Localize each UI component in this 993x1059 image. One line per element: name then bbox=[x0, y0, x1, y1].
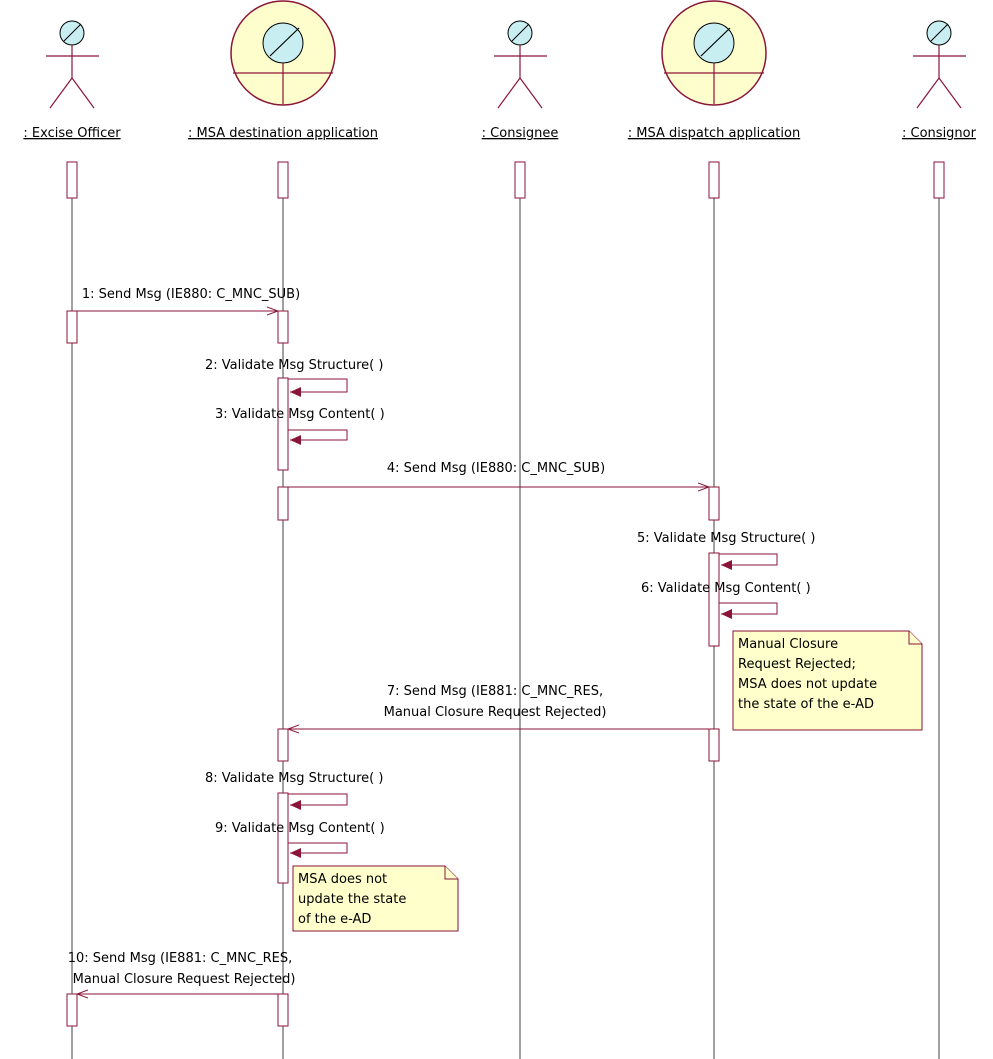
note-line: the state of the e-AD bbox=[738, 697, 874, 712]
activation-bar bbox=[66, 161, 78, 199]
participant-label: : Consignee bbox=[482, 126, 559, 141]
message-5: 5: Validate Msg Structure( ) bbox=[637, 531, 815, 570]
message-label: 3: Validate Msg Content( ) bbox=[215, 407, 385, 422]
message-8: 8: Validate Msg Structure( ) bbox=[205, 771, 383, 810]
activation-bar bbox=[277, 161, 289, 199]
participant-label: : MSA destination application bbox=[188, 126, 378, 141]
participant-label: : Consignor bbox=[902, 126, 977, 141]
message-label: 10: Send Msg (IE881: C_MNC_RES, bbox=[68, 951, 292, 966]
activation-bar bbox=[66, 310, 78, 344]
participant-label: : Excise Officer bbox=[23, 126, 121, 141]
participant-msa-destination: : MSA destination application bbox=[188, 0, 378, 141]
message-1: 1: Send Msg (IE880: C_MNC_SUB) bbox=[77, 287, 300, 311]
participant-excise-officer: : Excise Officer bbox=[23, 20, 121, 141]
message-4: 4: Send Msg (IE880: C_MNC_SUB) bbox=[288, 461, 709, 487]
participant-consignor: : Consignor bbox=[902, 20, 977, 141]
boundary-icon bbox=[661, 0, 767, 106]
activation-bar bbox=[933, 161, 945, 199]
boundary-icon bbox=[230, 0, 336, 106]
activation-bar bbox=[708, 486, 720, 521]
note-line: MSA does not update bbox=[738, 677, 877, 692]
activation-bar bbox=[708, 161, 720, 199]
message-label: 5: Validate Msg Structure( ) bbox=[637, 531, 815, 546]
participant-label: : MSA dispatch application bbox=[628, 126, 800, 141]
note-line: of the e-AD bbox=[298, 912, 371, 927]
activation-bar bbox=[277, 993, 289, 1027]
note-line: update the state bbox=[298, 892, 406, 907]
message-label: 8: Validate Msg Structure( ) bbox=[205, 771, 383, 786]
actor-icon bbox=[913, 20, 966, 109]
activation-bar bbox=[514, 161, 526, 199]
activation-bar bbox=[708, 728, 720, 762]
note-line: Manual Closure bbox=[738, 637, 838, 652]
note-dispatch: Manual Closure Request Rejected; MSA doe… bbox=[732, 630, 923, 731]
note-line: Request Rejected; bbox=[738, 657, 856, 672]
message-6: 6: Validate Msg Content( ) bbox=[641, 581, 811, 619]
message-label: 6: Validate Msg Content( ) bbox=[641, 581, 811, 596]
message-label: Manual Closure Request Rejected) bbox=[73, 972, 296, 987]
message-label: Manual Closure Request Rejected) bbox=[384, 705, 607, 720]
activation-bar bbox=[277, 310, 289, 344]
activation-bar bbox=[277, 792, 289, 884]
actor-icon bbox=[46, 20, 99, 109]
message-label: 4: Send Msg (IE880: C_MNC_SUB) bbox=[387, 461, 605, 476]
message-9: 9: Validate Msg Content( ) bbox=[215, 821, 385, 858]
activation-bar bbox=[708, 552, 720, 647]
note-line: MSA does not bbox=[298, 872, 387, 887]
message-3: 3: Validate Msg Content( ) bbox=[215, 407, 385, 445]
activation-bar bbox=[277, 728, 289, 762]
activation-bar bbox=[66, 993, 78, 1027]
activation-bar bbox=[277, 377, 289, 471]
message-label: 7: Send Msg (IE881: C_MNC_RES, bbox=[387, 684, 603, 699]
participant-consignee: : Consignee bbox=[482, 20, 559, 141]
activation-bar bbox=[277, 486, 289, 521]
message-label: 9: Validate Msg Content( ) bbox=[215, 821, 385, 836]
note-destination: MSA does not update the state of the e-A… bbox=[292, 865, 459, 932]
message-label: 1: Send Msg (IE880: C_MNC_SUB) bbox=[82, 287, 300, 302]
message-7: 7: Send Msg (IE881: C_MNC_RES, Manual Cl… bbox=[288, 684, 709, 729]
message-10: 10: Send Msg (IE881: C_MNC_RES, Manual C… bbox=[68, 951, 296, 994]
message-label: 2: Validate Msg Structure( ) bbox=[205, 358, 383, 373]
participant-msa-dispatch: : MSA dispatch application bbox=[628, 0, 800, 141]
message-2: 2: Validate Msg Structure( ) bbox=[205, 358, 383, 397]
actor-icon bbox=[494, 20, 547, 109]
